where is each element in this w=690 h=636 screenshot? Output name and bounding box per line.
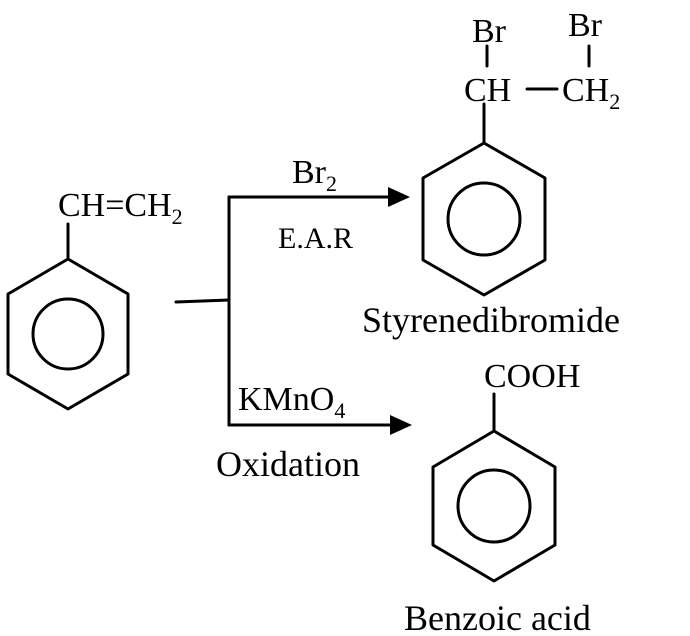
ch2-text: CH [562,72,609,109]
bromine-subscript: 2 [326,171,337,196]
reactant-connector-line [174,298,231,304]
benzoic-acid-benzene-ring [431,392,557,583]
ch2-group-label: CH2 [562,72,620,114]
branching-arrows [174,187,412,435]
vinyl-group-text: CH=CH [58,187,172,224]
cooh-group-label: COOH [484,358,580,395]
benzoic-ring-hexagon [431,429,557,583]
dibromide-name-label: Styrenedibromide [362,300,620,340]
dibromide-benzene-ring [421,44,591,297]
lower-condition-label: Oxidation [216,444,360,484]
left-bromine-label: Br [472,13,507,50]
ch-group-label: CH [464,72,511,109]
vinyl-group-subscript: 2 [172,204,183,229]
styrene-ring-aromatic-circle [31,297,105,371]
benzoic-acid-name-label: Benzoic acid [404,598,591,636]
upper-arrow-head [388,187,410,207]
upper-condition-label: E.A.R [278,222,353,255]
styrene-ring-hexagon [6,257,130,411]
lower-arrow-head [390,415,412,435]
permanganate-subscript: 4 [334,398,345,423]
styrene-benzene-ring [6,222,130,411]
upper-reagent-label: Br2 [292,154,337,196]
styrene-substituent-label: CH=CH2 [58,187,183,229]
right-bromine-label: Br [568,7,603,44]
dibromide-ring-aromatic-circle [446,181,522,257]
ch2-subscript: 2 [609,89,620,114]
lower-reagent-label: KMnO4 [238,381,345,423]
dibromide-ring-hexagon [421,141,547,297]
permanganate-text: KMnO [238,381,334,418]
benzoic-ring-aromatic-circle [456,468,532,544]
bromine-text: Br [292,154,327,191]
